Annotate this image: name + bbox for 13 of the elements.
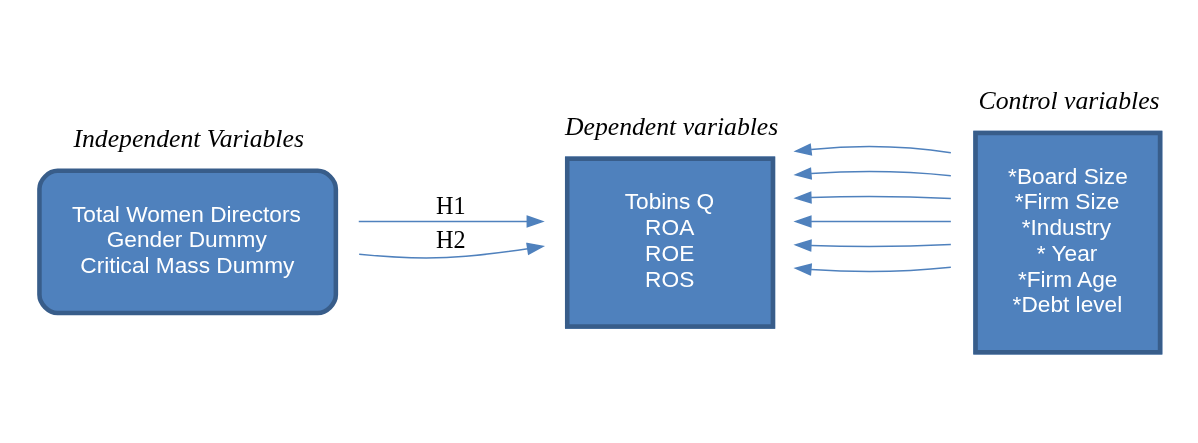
edge-label: H1 — [436, 191, 466, 219]
arrow — [793, 167, 952, 180]
edge-label: H2 — [436, 226, 466, 254]
node-label: Independent Variables — [73, 123, 304, 153]
arrow — [793, 263, 952, 276]
node-label: Dependent variables — [564, 111, 779, 141]
arrow — [793, 239, 952, 252]
arrow — [358, 242, 546, 259]
arrow — [358, 215, 545, 228]
arrow — [793, 143, 952, 156]
arrow — [793, 215, 952, 228]
node-label: Control variables — [978, 85, 1160, 115]
arrow — [793, 191, 952, 204]
